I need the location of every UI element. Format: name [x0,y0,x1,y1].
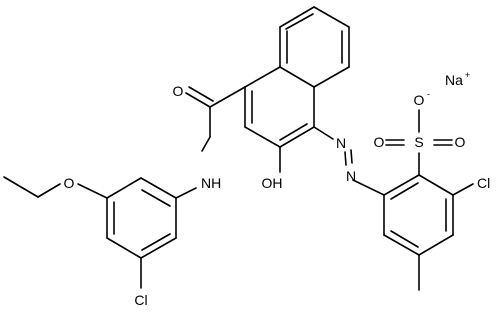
sodium-counterion: Na + [445,70,470,88]
azo-bridge: N N [313,126,385,196]
ether-oxygen-label: O [64,175,75,191]
sulfur-label: S [414,134,423,150]
naphthalene-upper-ring [279,6,350,88]
sulfonyl-oxygen-right-label: O [455,134,466,150]
chloro-bottom-label: Cl [134,292,147,308]
amide-group: O NH [173,83,246,191]
sodium-label: Na [445,72,463,88]
amide-nh-label: NH [201,175,221,191]
carbonyl-oxygen-label: O [173,83,184,99]
chloro-right-group: Cl [452,175,490,196]
naphthalene-lower-ring [244,66,315,148]
sodium-charge-label: + [465,70,470,80]
chloro-right-label: Cl [477,175,490,191]
oxide-charge-label: - [427,89,430,99]
sulfonated-benzene-ring [383,174,454,256]
azo-nitrogen-upper-label: N [336,135,346,151]
anilide-benzene-ring [106,177,197,259]
hydroxy-group: OH [262,146,283,191]
azo-nitrogen-lower-label: N [346,168,356,184]
oxide-label: O [414,92,425,108]
hydroxy-label: OH [262,175,283,191]
ethoxy-group: O [3,175,108,199]
sulfonyl-oxygen-left-label: O [374,134,385,150]
chloro-bottom-group: Cl [134,257,148,308]
sulfonate-group: S O O O - [374,89,466,176]
